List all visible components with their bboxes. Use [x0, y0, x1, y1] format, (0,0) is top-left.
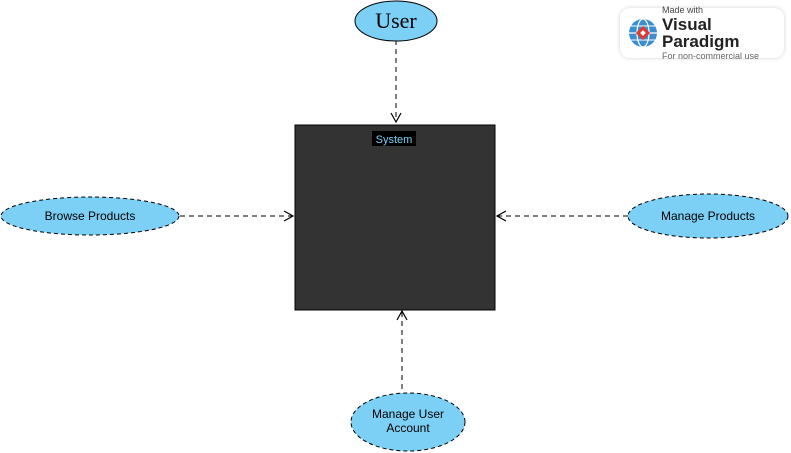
use-case-browse-products[interactable] — [0, 196, 180, 236]
actor-user-label: User — [375, 8, 417, 33]
watermark-note: For non-commercial use — [662, 50, 760, 61]
watermark-brand: Visual Paradigm — [662, 14, 740, 51]
system-label-background — [372, 131, 416, 146]
watermark-made-with: Made with — [662, 4, 704, 15]
use-case-manage-products-label: Manage Products — [661, 209, 755, 223]
use-case-manage-user-account[interactable] — [350, 392, 466, 452]
visual-paradigm-logo-icon — [629, 18, 657, 48]
watermark-badge: Made with Visual Paradigm For non-commer… — [620, 4, 784, 61]
use-case-browse-products-label: Browse Products — [45, 209, 136, 223]
system-boundary[interactable] — [294, 124, 496, 311]
actor-user[interactable] — [354, 0, 438, 42]
system-label: System — [376, 134, 413, 146]
use-case-manage-user-account-label-line1: Manage User — [372, 407, 444, 421]
use-case-manage-user-account-label-line2: Account — [386, 421, 430, 435]
watermark-text: Made with Visual Paradigm For non-commer… — [662, 4, 784, 61]
use-case-manage-products[interactable] — [627, 193, 789, 239]
